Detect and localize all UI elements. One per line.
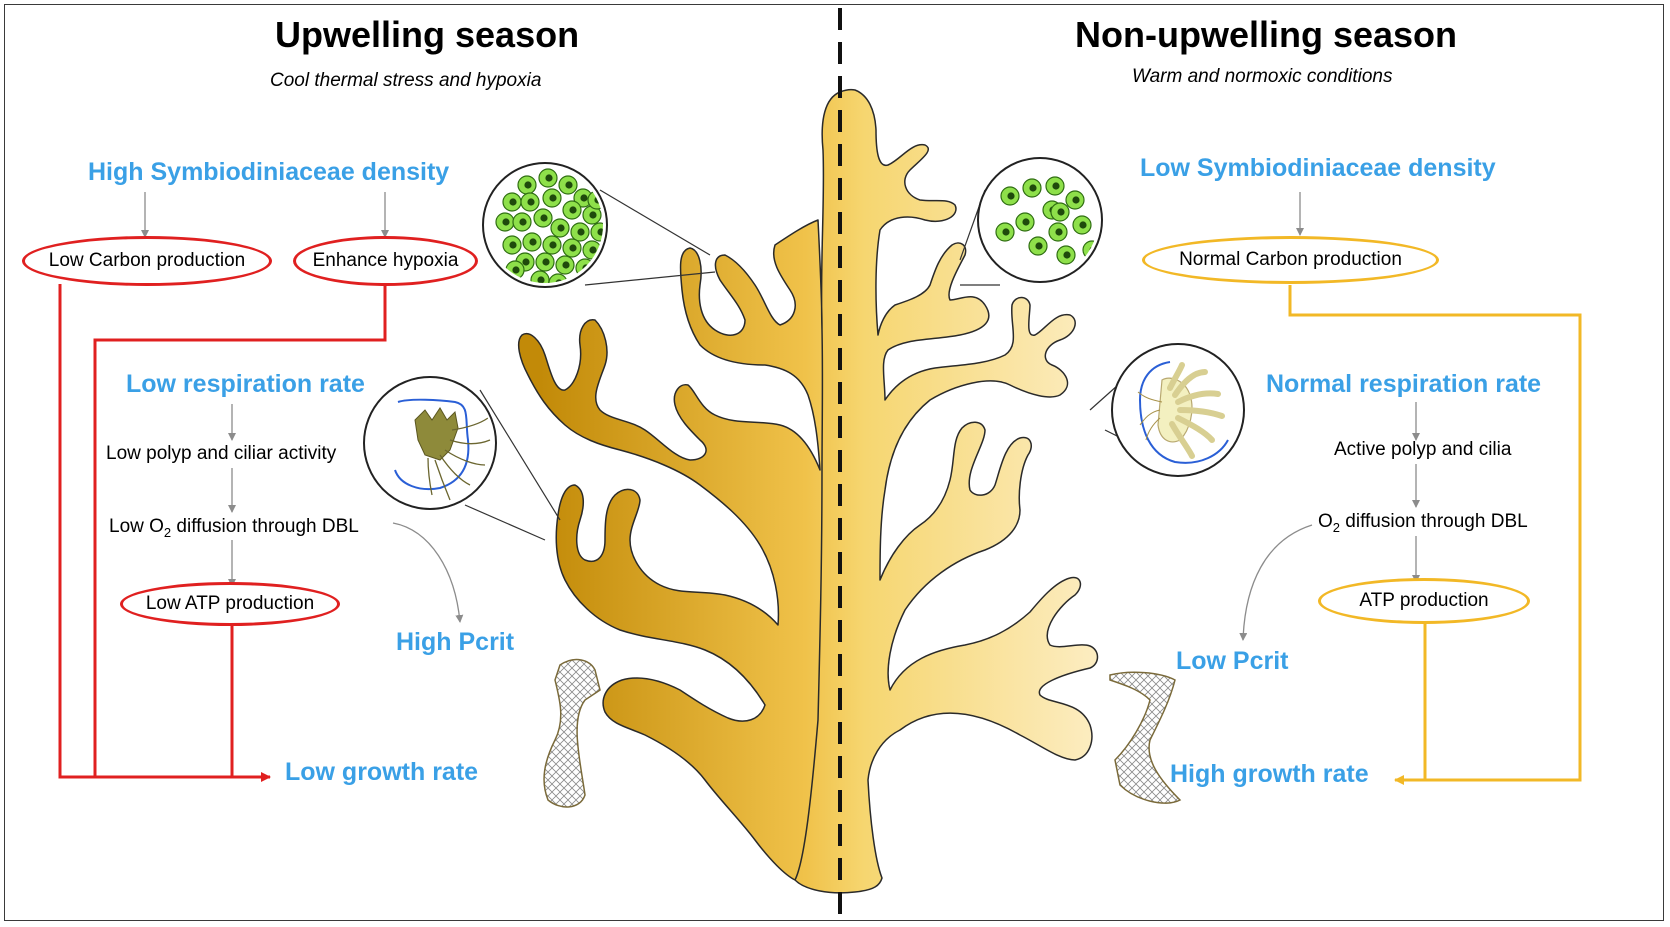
branching-coral-icon — [517, 88, 1099, 894]
symbiont-nucleus — [509, 198, 517, 206]
symbiont-nucleus — [562, 261, 570, 269]
symbiont-cells-icon-left — [482, 162, 608, 288]
symbiont-nucleus — [545, 174, 553, 182]
exposed-skeleton-right — [1109, 671, 1182, 804]
symbiont-nucleus — [1055, 228, 1063, 236]
symbiont-nucleus — [1052, 182, 1060, 190]
right-pcrit: Low Pcrit — [1176, 647, 1289, 675]
symbiont-nucleus — [1022, 218, 1030, 226]
symbiont-nucleus — [557, 224, 565, 232]
symbiont-nucleus — [1072, 196, 1080, 204]
figure-frame — [4, 4, 1664, 921]
symbiont-nucleus — [580, 194, 588, 202]
right-diffusion-suffix: diffusion through DBL — [1340, 511, 1528, 532]
left-carbon-label: Low Carbon production — [48, 250, 246, 271]
right-subtitle: Warm and normoxic conditions — [1132, 66, 1393, 87]
right-diffusion: O2 diffusion through DBL — [1318, 511, 1528, 535]
symbiont-nucleus — [589, 246, 597, 254]
left-diffusion-suffix: diffusion through DBL — [171, 516, 359, 537]
symbiont-nucleus — [1007, 192, 1015, 200]
left-pcrit: High Pcrit — [396, 628, 515, 656]
left-respiration: Low respiration rate — [126, 370, 365, 398]
symbiont-nucleus — [1057, 208, 1065, 216]
symbiont-nucleus — [1029, 184, 1037, 192]
right-growth: High growth rate — [1170, 760, 1369, 788]
left-hypoxia-label: Enhance hypoxia — [312, 250, 459, 271]
symbiont-nucleus — [565, 181, 573, 189]
right-carbon-oval: Normal Carbon production — [1142, 236, 1439, 284]
symbiont-cell — [548, 273, 568, 283]
left-carbon-oval: Low Carbon production — [22, 236, 272, 286]
right-diffusion-prefix: O — [1318, 511, 1333, 532]
left-atp-oval: Low ATP production — [120, 582, 340, 626]
symbiont-nucleus — [527, 198, 535, 206]
left-growth: Low growth rate — [285, 758, 479, 786]
symbiont-nucleus — [542, 258, 550, 266]
exposed-skeleton-left — [543, 658, 601, 808]
symbiont-nucleus — [1079, 221, 1087, 229]
symbiont-nucleus — [537, 276, 545, 283]
symbiont-nucleus — [522, 258, 530, 266]
right-title: Non-upwelling season — [1075, 14, 1458, 55]
left-polyp: Low polyp and ciliar activity — [106, 443, 337, 464]
left-subtitle: Cool thermal stress and hypoxia — [270, 70, 542, 91]
symbiont-nucleus — [512, 266, 520, 274]
right-polyp: Active polyp and cilia — [1334, 439, 1512, 460]
symbiont-cells-icon-right — [977, 157, 1103, 283]
extended-polyp-icon — [1111, 343, 1245, 477]
left-diffusion: Low O2 diffusion through DBL — [109, 516, 359, 540]
symbiont-nucleus — [519, 218, 527, 226]
symbiont-nucleus — [577, 228, 585, 236]
symbiont-nucleus — [569, 244, 577, 252]
symbiont-nucleus — [524, 181, 532, 189]
right-diffusion-sub: 2 — [1332, 519, 1341, 535]
left-atp-label: Low ATP production — [145, 593, 315, 614]
symbiont-nucleus — [549, 194, 557, 202]
symbiont-nucleus — [549, 241, 557, 249]
symbiont-nucleus — [1002, 228, 1010, 236]
symbiont-nucleus — [1063, 251, 1071, 259]
zoom-leader-lines — [464, 189, 1126, 541]
left-diffusion-sub: 2 — [163, 524, 172, 540]
left-hypoxia-oval: Enhance hypoxia — [293, 236, 478, 286]
symbiont-nucleus — [540, 214, 548, 222]
right-carbon-label: Normal Carbon production — [1179, 249, 1402, 270]
symbiont-nucleus — [509, 241, 517, 249]
symbiont-nucleus — [589, 211, 597, 219]
symbiont-nucleus — [569, 206, 577, 214]
left-diffusion-prefix: Low O — [109, 516, 164, 537]
symbiont-nucleus — [1035, 242, 1043, 250]
left-density: High Symbiodiniaceae density — [88, 158, 450, 186]
right-atp-oval: ATP production — [1318, 578, 1530, 624]
right-atp-label: ATP production — [1359, 590, 1489, 611]
symbiont-nucleus — [529, 238, 537, 246]
retracted-polyp-icon — [363, 376, 497, 510]
right-density: Low Symbiodiniaceae density — [1140, 154, 1496, 182]
right-respiration: Normal respiration rate — [1266, 370, 1542, 398]
symbiont-nucleus — [502, 218, 510, 226]
left-title: Upwelling season — [275, 14, 580, 55]
